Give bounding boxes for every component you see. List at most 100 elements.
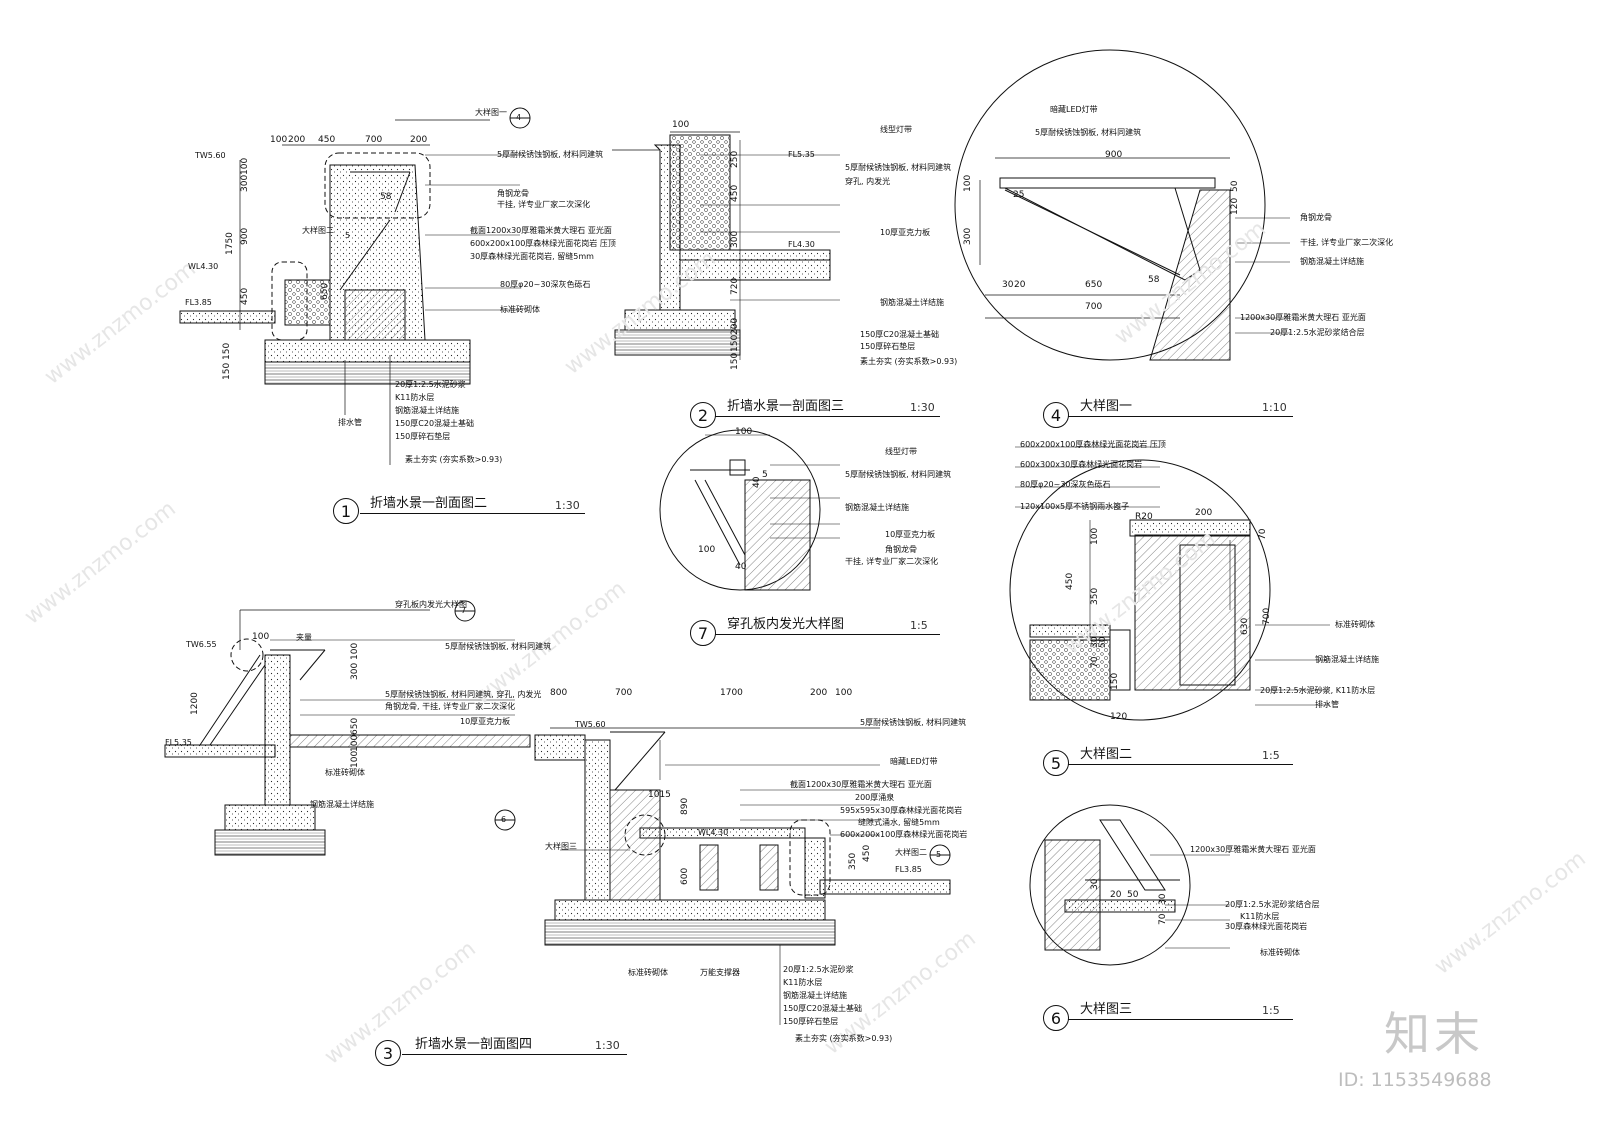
v5-dim-4: 450 (1065, 572, 1075, 590)
v5-dim-1: 200 (1195, 508, 1213, 518)
v1-callout-label-5: 大样图二 (302, 226, 334, 235)
v5-note-right-3: 排水管 (1315, 700, 1339, 709)
v4-dim-1: 100 (963, 174, 973, 192)
v5-scale: 1:5 (1262, 749, 1280, 762)
v5-dim-7: 700 (1262, 607, 1272, 625)
v3-title: 折墙水景一剖面图四 (415, 1037, 533, 1052)
v4-dim-8: 58 (1148, 275, 1160, 285)
v5-dim-12: 120 (1110, 712, 1128, 722)
v5-note-top-1: 600x300x30厚森林绿光面花岗岩 (1020, 460, 1143, 469)
v3-bottom-note-4: 钢筋混凝土详结施 (783, 991, 847, 1000)
v7-note-5: 干挂, 详专业厂家二次深化 (845, 557, 939, 566)
v1-earth (264, 361, 471, 385)
v2-note-4: 钢筋混凝土详结施 (880, 298, 944, 307)
v3-bubble-6-label: 6 (501, 815, 507, 824)
v3-note-right-0: 5厚耐候锈蚀钢板, 材料同建筑 (860, 718, 967, 727)
v5-title-rule (1068, 764, 1293, 765)
v3-callout-label-6: 大样图三 (545, 842, 577, 851)
v3-callout-label-5: 大样图二 (895, 848, 927, 857)
v5-note-right-1: 钢筋混凝土详结施 (1315, 655, 1379, 664)
v2-dim-right-0: 250 (730, 150, 740, 168)
v7-note-3: 10厚亚克力板 (885, 530, 936, 539)
v3-fountain-slab (639, 827, 806, 839)
v2-title-number: 2 (690, 402, 716, 428)
v3-note-left-4: 10厚亚克力板 (460, 717, 511, 726)
v5-dim-11: 150 (1110, 672, 1120, 690)
v4-wall (1149, 189, 1231, 361)
v3-bottom-note-2: 20厚1:2.5水泥砂浆 (783, 965, 854, 974)
v3-level-4: FL3.85 (895, 865, 922, 874)
v3-dim-top-3: 200 (810, 688, 828, 698)
v6-wall (1044, 839, 1101, 951)
v2-dim-right-2: 300 (730, 230, 740, 248)
v1-bottom-note-5: 素土夯实 (夯实系数>0.93) (405, 455, 503, 464)
v1-title-number: 1 (333, 498, 359, 524)
v4-title-number: 4 (1043, 402, 1069, 428)
v1-dim-top-3: 700 (365, 135, 383, 145)
v6-dim-4: 70 (1158, 913, 1168, 925)
image-id: ID: 1153549688 (1338, 1069, 1492, 1091)
v4-dim-6: 700 (1085, 302, 1103, 312)
v5-gravel (1029, 639, 1111, 701)
v3-bubble-7-label: 7 (461, 606, 467, 615)
v5-title-number: 5 (1043, 750, 1069, 776)
v7-scale: 1:5 (910, 619, 928, 632)
v3-level-3: WL4.30 (698, 828, 729, 837)
v3-dim-top-1: 700 (615, 688, 633, 698)
v1-bottom-note-4: 150厚碎石垫层 (395, 432, 451, 441)
v2-dim-right-4: 200 (730, 317, 740, 335)
v3-left-foundation (224, 804, 316, 831)
v2-title: 折墙水景一剖面图三 (727, 399, 845, 414)
v3-bottom-note-1: 万能支撑器 (700, 968, 740, 977)
v3-title-rule (402, 1054, 627, 1055)
v2-cap (669, 134, 731, 251)
v5-dim-3: 70 (1258, 528, 1268, 540)
v6-note-3: 30厚森林绿光面花岗岩 (1225, 922, 1308, 931)
v3-level-0: TW6.55 (186, 640, 217, 649)
v6-title-rule (1068, 1019, 1293, 1020)
v3-dim-top-0: 800 (550, 688, 568, 698)
v1-dim-top-4: 200 (410, 135, 428, 145)
view-1-section (179, 107, 531, 465)
v3-callout-label-7: 穿孔板内发光大样图 (395, 600, 467, 609)
v2-note-2: 穿孔, 内发光 (845, 177, 891, 186)
v6-dim-0: 30 (1090, 878, 1100, 890)
v1-dim-left-5: 150 (222, 362, 232, 380)
v2-scale: 1:30 (910, 401, 935, 414)
v1-bottom-note-0: 20厚1:2.5水泥砂浆 (395, 380, 466, 389)
v2-dim-top: 100 (672, 120, 690, 130)
v7-note-2: 钢筋混凝土详结施 (845, 503, 909, 512)
v1-level-tw: TW5.60 (195, 151, 226, 160)
v3-note-right-5: 缝隙式涌水, 留缝5mm (858, 818, 940, 827)
v1-note-4: 600x200x100厚森林绿光面花岗岩 压顶 (470, 239, 616, 248)
v4-dim-9: 50 (1230, 180, 1240, 192)
v1-bottom-note-1: K11防水层 (395, 393, 435, 402)
v4-dim-10: 120 (1230, 197, 1240, 215)
v1-dim-left-4: 450 (240, 287, 250, 305)
v4-dim-2: 300 (963, 227, 973, 245)
v1-bubble-4-label: 4 (516, 113, 522, 122)
v3-dim-topleft: 100 (252, 632, 270, 642)
v4-dim-3: 30 (1002, 280, 1014, 290)
v5-cap (1129, 519, 1251, 537)
v2-dim-right-5: 150 (730, 334, 740, 352)
v4-dim-0: 900 (1105, 150, 1123, 160)
v3-note-right-1: 暗藏LED灯带 (890, 757, 938, 766)
v1-note-1: 角钢龙骨 (497, 189, 529, 198)
v3-callout-7 (230, 638, 264, 672)
v4-note-0: 暗藏LED灯带 (1050, 105, 1098, 114)
v4-title: 大样图一 (1080, 399, 1133, 414)
v5-title: 大样图二 (1080, 747, 1133, 762)
v5-note-top-2: 80厚φ20~30深灰色砾石 (1020, 480, 1111, 489)
v1-inner-dim-1: 58 (380, 192, 392, 202)
v5-dim-6: 630 (1240, 617, 1250, 635)
v2-note-6: 150厚碎石垫层 (860, 342, 916, 351)
v3-right-foundation (554, 899, 826, 921)
v1-bottom-note-3: 150厚C20混凝土基础 (395, 419, 475, 428)
v7-note-1: 5厚耐候锈蚀钢板, 材料同建筑 (845, 470, 952, 479)
v3-note-left-0: 夹量 (296, 633, 312, 642)
v5-note-top-3: 120x100x5厚不锈钢雨水篦子 (1020, 502, 1130, 511)
v3-bottom-note-3: K11防水层 (783, 978, 823, 987)
v1-level-wl: WL4.30 (188, 262, 219, 271)
